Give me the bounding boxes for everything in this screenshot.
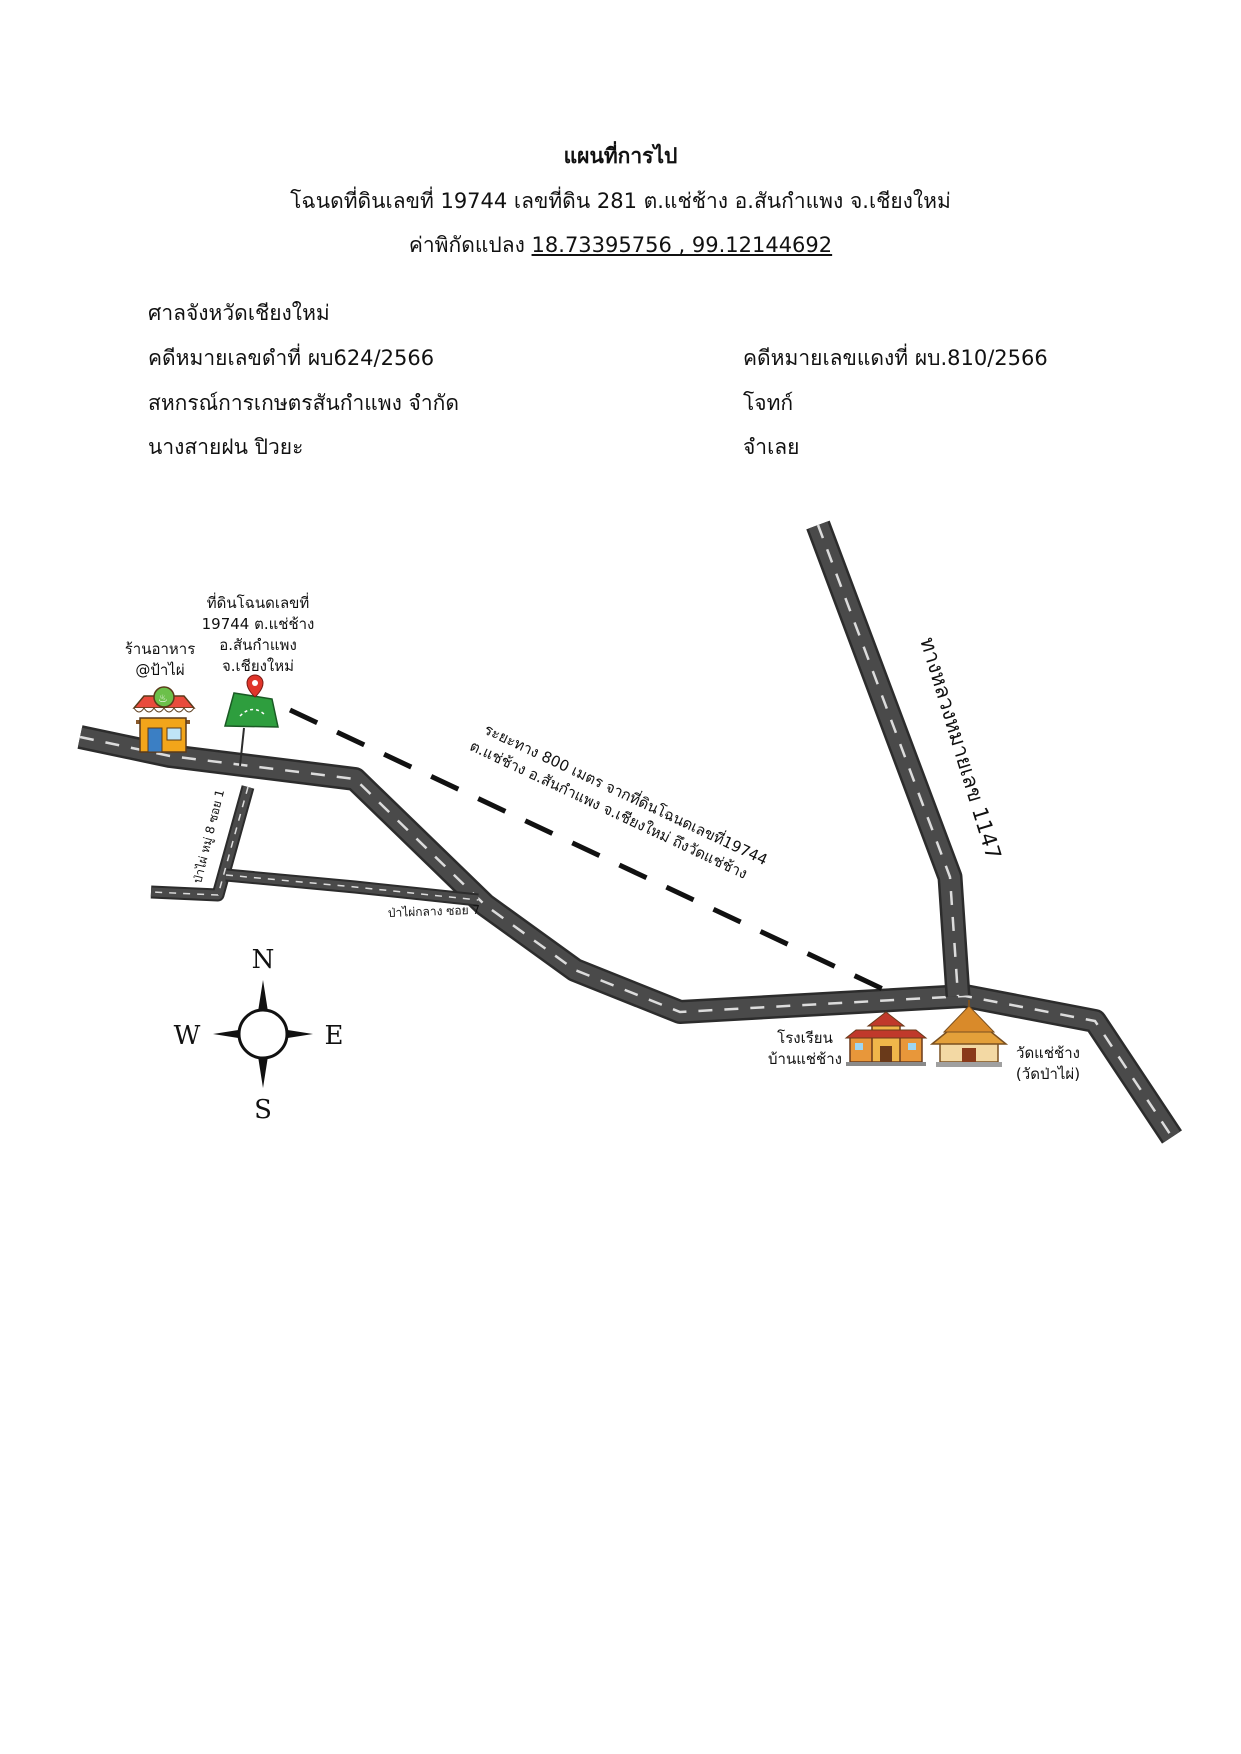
black-case-number: คดีหมายเลขดำที่ ผบ624/2566 xyxy=(148,346,435,370)
highway-1147-road xyxy=(806,520,971,997)
temple-label-line1: วัดแช่ช้าง xyxy=(1016,1044,1080,1062)
coordinate-line: ค่าพิกัดแปลง 18.73395756 , 99.12144692 xyxy=(0,229,1241,262)
school-label-line1: โรงเรียน xyxy=(777,1029,833,1047)
compass-east: E xyxy=(325,1021,344,1051)
svg-text:♨: ♨ xyxy=(158,692,168,705)
plaintiff-name: สหกรณ์การเกษตรสันกำแพง จำกัด xyxy=(148,391,460,415)
school-icon xyxy=(844,1011,928,1066)
temple-icon xyxy=(929,1000,1009,1067)
distance-label-line1: ระยะทาง 800 เมตร จากที่ดินโฉนดเลขที่1974… xyxy=(481,719,771,870)
compass-west: W xyxy=(174,1021,201,1051)
red-case-number: คดีหมายเลขแดงที่ ผบ.810/2566 xyxy=(743,346,1048,370)
land-connector-line xyxy=(239,727,245,767)
distance-label-line2: ต.แช่ช้าง อ.สันกำแพง จ.เชียงใหม่ ถึงวัดแ… xyxy=(467,737,750,883)
land-label-line3: อ.สันกำแพง xyxy=(219,636,297,654)
distance-dashed-line xyxy=(288,707,887,993)
coordinate-prefix: ค่าพิกัดแปลง xyxy=(408,233,532,257)
plaintiff-role: โจทก์ xyxy=(743,391,794,415)
compass-south: S xyxy=(254,1095,272,1125)
soi-1-road xyxy=(150,785,255,902)
page-title: แผนที่การไป xyxy=(563,144,678,168)
compass-north: N xyxy=(252,945,275,975)
defendant-role: จำเลย xyxy=(743,435,800,459)
restaurant-label-line2: @ป้าไผ่ xyxy=(135,661,184,679)
defendant-name: นางสายฝน ปิวยะ xyxy=(148,435,304,459)
court-name: ศาลจังหวัดเชียงใหม่ xyxy=(148,301,330,325)
temple-label-line2: (วัดป่าไผ่) xyxy=(1016,1065,1080,1083)
soi-7-label: ป่าไผ่กลาง ซอย 7 xyxy=(388,903,481,920)
distance-label: ระยะทาง 800 เมตร จากที่ดินโฉนดเลขที่1974… xyxy=(467,719,771,883)
land-label-line4: จ.เชียงใหม่ xyxy=(222,657,294,675)
land-label-line2: 19744 ต.แช่ช้าง xyxy=(202,615,315,633)
land-label-line1: ที่ดินโฉนดเลขที่ xyxy=(207,592,310,612)
soi-7-road xyxy=(225,868,479,907)
main-road xyxy=(77,725,1182,1144)
deed-line: โฉนดที่ดินเลขที่ 19744 เลขที่ดิน 281 ต.แ… xyxy=(290,189,951,213)
school-label-line2: บ้านแช่ช้าง xyxy=(768,1050,842,1068)
restaurant-icon: ♨ xyxy=(132,686,196,753)
compass-icon xyxy=(213,980,313,1088)
coordinate-values: 18.73395756 , 99.12144692 xyxy=(531,233,833,257)
map-pin-icon xyxy=(224,674,279,728)
restaurant-label-line1: ร้านอาหาร xyxy=(125,640,196,658)
